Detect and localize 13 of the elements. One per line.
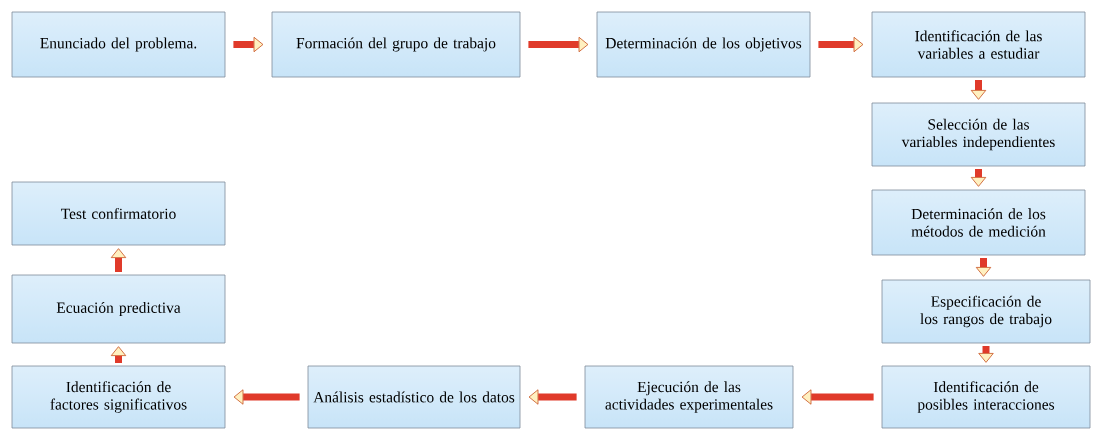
process-box: Determinación de los objetivos [596, 11, 811, 78]
process-box: Ecuación predictiva [11, 274, 226, 344]
process-box: Análisis estadístico de los datos [307, 365, 521, 429]
process-box: Formación del grupo de trabajo [271, 11, 521, 78]
process-box: Identificación de las variables a estudiar [871, 11, 1086, 78]
process-box: Determinación de los métodos de medición [871, 189, 1086, 256]
process-box: Enunciado del problema. [11, 11, 226, 78]
process-box: Test confirmatorio [11, 181, 226, 246]
process-box: Identificación de posibles interacciones [881, 365, 1091, 429]
process-box: Selección de las variables independientes [871, 102, 1086, 167]
process-box: Ejecución de las actividades experimentales [584, 365, 794, 429]
process-box: Identificación de factores significativos [11, 365, 226, 429]
process-box: Especificación de los rangos de trabajo [881, 279, 1091, 344]
